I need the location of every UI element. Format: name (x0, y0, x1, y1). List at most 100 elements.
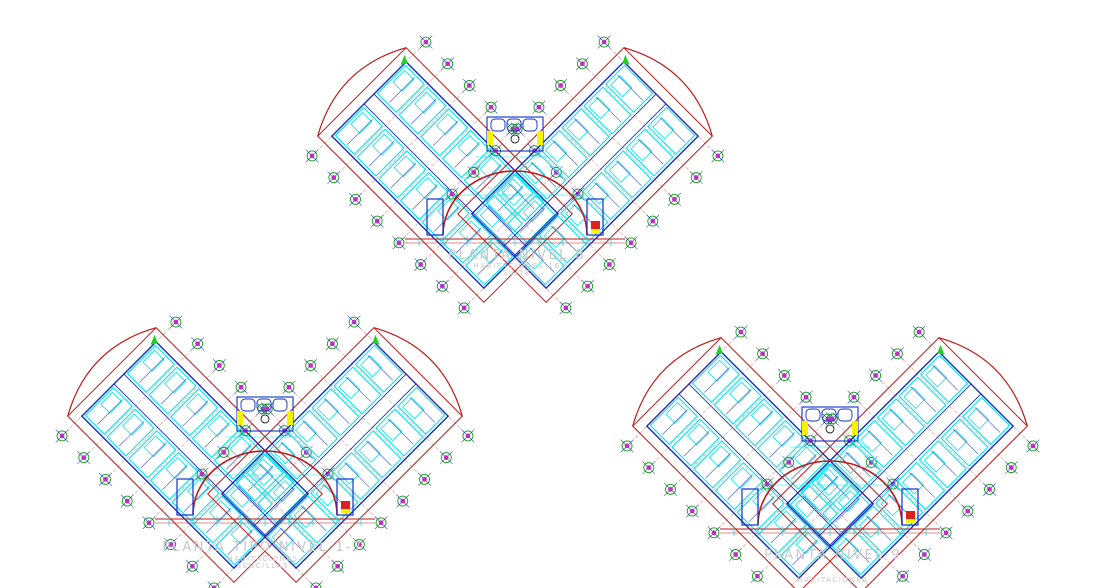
guest-room (193, 495, 242, 544)
grid-axis-line (290, 388, 402, 500)
guest-room (334, 106, 383, 156)
room-partition (727, 474, 753, 500)
grid-axis-line (128, 388, 240, 500)
room-partition (410, 98, 437, 125)
guest-room (464, 237, 514, 286)
axis-marker-dot (443, 455, 449, 461)
guest-room (268, 431, 317, 480)
guest-room (831, 527, 881, 576)
grid-axis-line (150, 410, 262, 522)
room-bed (729, 381, 752, 404)
guest-room (474, 194, 523, 244)
room-partition (530, 161, 557, 188)
guest-room (713, 376, 762, 425)
guest-room (148, 366, 197, 415)
subtitle-nivel-8-line2: SUITE (503, 269, 531, 277)
axis-marker-dot (173, 319, 179, 325)
axis-marker-dot (168, 542, 174, 547)
axis-marker-dot (851, 394, 857, 400)
room-bed (185, 393, 208, 416)
corridor-line (503, 93, 657, 247)
room-partition (269, 487, 296, 513)
room-partition (476, 164, 502, 190)
axis-marker-dot (829, 416, 835, 422)
room-bed (588, 97, 611, 120)
room-bed (164, 371, 187, 394)
axis-marker-dot (628, 240, 634, 246)
guest-room (800, 463, 849, 512)
room-partition (279, 527, 305, 553)
room-bed (565, 204, 588, 227)
subtitle-tipo-line1: HABITACIONES (227, 555, 298, 563)
wing-wall (220, 340, 450, 570)
room-partition (454, 142, 480, 168)
room-partition (616, 160, 642, 186)
grid-axis-line (650, 355, 762, 467)
guest-room (518, 151, 567, 200)
room-partition (184, 486, 210, 512)
guest-room (778, 441, 827, 490)
guest-room (714, 461, 764, 511)
room-partition (345, 376, 372, 403)
guest-room (962, 396, 1011, 446)
central-core (405, 116, 625, 246)
axis-marker-dot (738, 329, 744, 335)
room-bed (165, 457, 188, 479)
room-bed (752, 488, 775, 511)
axis-marker-dot (353, 196, 358, 202)
room-partition (844, 537, 870, 563)
room-bed (372, 133, 395, 156)
axis-marker-dot (510, 126, 516, 132)
grid-axis-line (561, 86, 674, 199)
elevator-car (805, 408, 821, 422)
room-bed (859, 430, 882, 453)
lobby-fixture (825, 424, 835, 434)
room-partition (97, 399, 123, 425)
guest-room (789, 484, 838, 534)
stair-yellow (237, 411, 243, 425)
grid-axis-line (335, 65, 447, 177)
facade-curve (938, 337, 1028, 427)
room-partition (637, 138, 664, 165)
room-bed (794, 495, 817, 518)
room-partition (519, 207, 546, 233)
grid-axis-line (475, 173, 587, 285)
axis-marker-dot (579, 61, 585, 67)
axis-marker-dot (606, 262, 612, 267)
guest-room (463, 151, 512, 200)
guest-room (539, 129, 589, 179)
room-bed (100, 391, 123, 414)
room-bed (350, 111, 373, 134)
axis-marker-dot (81, 455, 87, 461)
room-bed (543, 225, 566, 248)
service-red (906, 511, 915, 520)
guest-room (376, 64, 426, 113)
elevator-car (272, 398, 288, 412)
axis-marker-dot (309, 153, 315, 159)
room-partition (952, 428, 979, 455)
guest-room (399, 171, 449, 221)
guest-room (896, 461, 946, 511)
guest-room (356, 128, 405, 177)
room-partition (182, 400, 209, 427)
grid-axis-line (583, 65, 695, 177)
elevator-car (490, 118, 506, 132)
title-planta-nivel-8: PLANTA NIVEL 8 (448, 248, 586, 263)
room-partition (508, 183, 535, 210)
room-bed (945, 429, 968, 452)
axis-marker-dot (894, 351, 900, 357)
axis-marker-dot (514, 126, 520, 132)
corridor-line (688, 383, 842, 537)
room-bed (207, 414, 230, 437)
axis-marker-dot (921, 552, 927, 557)
guest-room (353, 430, 402, 479)
axis-marker-dot (558, 83, 564, 88)
room-bed (294, 420, 317, 443)
grid-axis-line (311, 366, 424, 479)
wing-outline (772, 337, 1028, 588)
room-partition (662, 409, 688, 435)
room-bed (402, 397, 425, 420)
guest-room (603, 150, 652, 199)
axis-marker-dot (733, 552, 739, 557)
grid-axis-line (693, 398, 805, 510)
